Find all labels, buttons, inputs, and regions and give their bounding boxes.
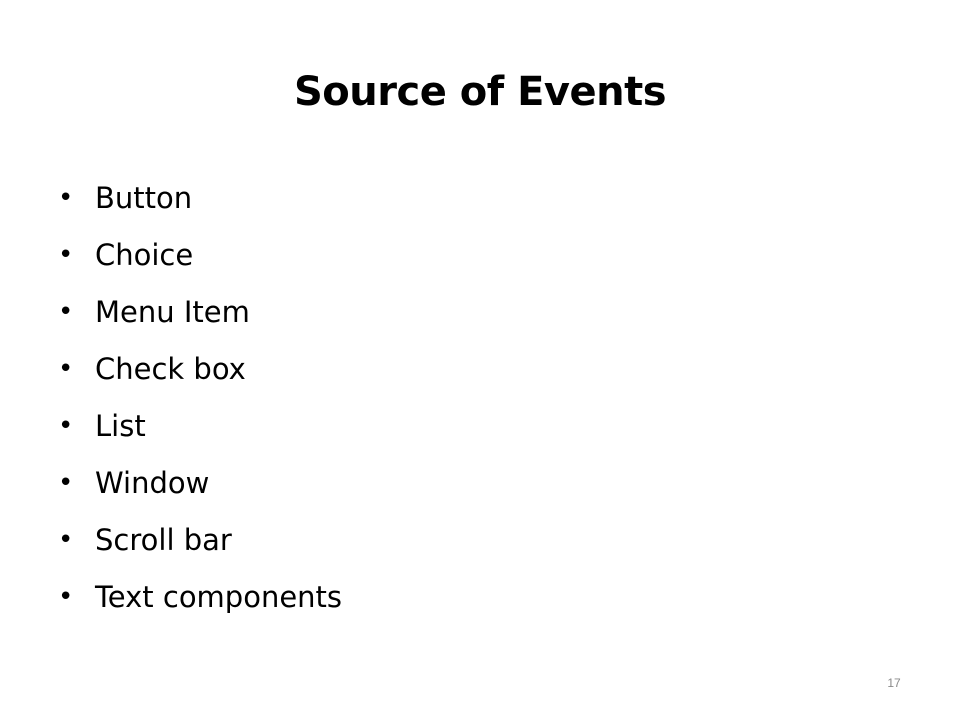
list-item: • List [58, 398, 342, 455]
bullet-icon: • [58, 582, 74, 612]
list-item-label: Check box [95, 352, 246, 386]
list-item: • Scroll bar [58, 512, 342, 569]
bullet-icon: • [58, 297, 74, 327]
list-item: • Button [58, 170, 342, 227]
list-item-label: Menu Item [95, 295, 250, 329]
list-item-label: List [95, 409, 146, 443]
bullet-icon: • [58, 354, 74, 384]
slide-title: Source of Events [294, 69, 667, 115]
bullet-icon: • [58, 183, 74, 213]
list-item: • Choice [58, 227, 342, 284]
list-item: • Window [58, 455, 342, 512]
slide-number: 17 [887, 676, 901, 690]
list-item-label: Scroll bar [95, 523, 232, 557]
list-item-label: Choice [95, 238, 194, 272]
list-item-label: Window [95, 466, 210, 500]
bullet-list: • Button • Choice • Menu Item • Check bo… [58, 170, 342, 626]
list-item: • Menu Item [58, 284, 342, 341]
bullet-icon: • [58, 240, 74, 270]
list-item: • Text components [58, 569, 342, 626]
bullet-icon: • [58, 525, 74, 555]
list-item-label: Button [95, 181, 193, 215]
bullet-icon: • [58, 468, 74, 498]
list-item: • Check box [58, 341, 342, 398]
bullet-icon: • [58, 411, 74, 441]
list-item-label: Text components [95, 580, 343, 614]
